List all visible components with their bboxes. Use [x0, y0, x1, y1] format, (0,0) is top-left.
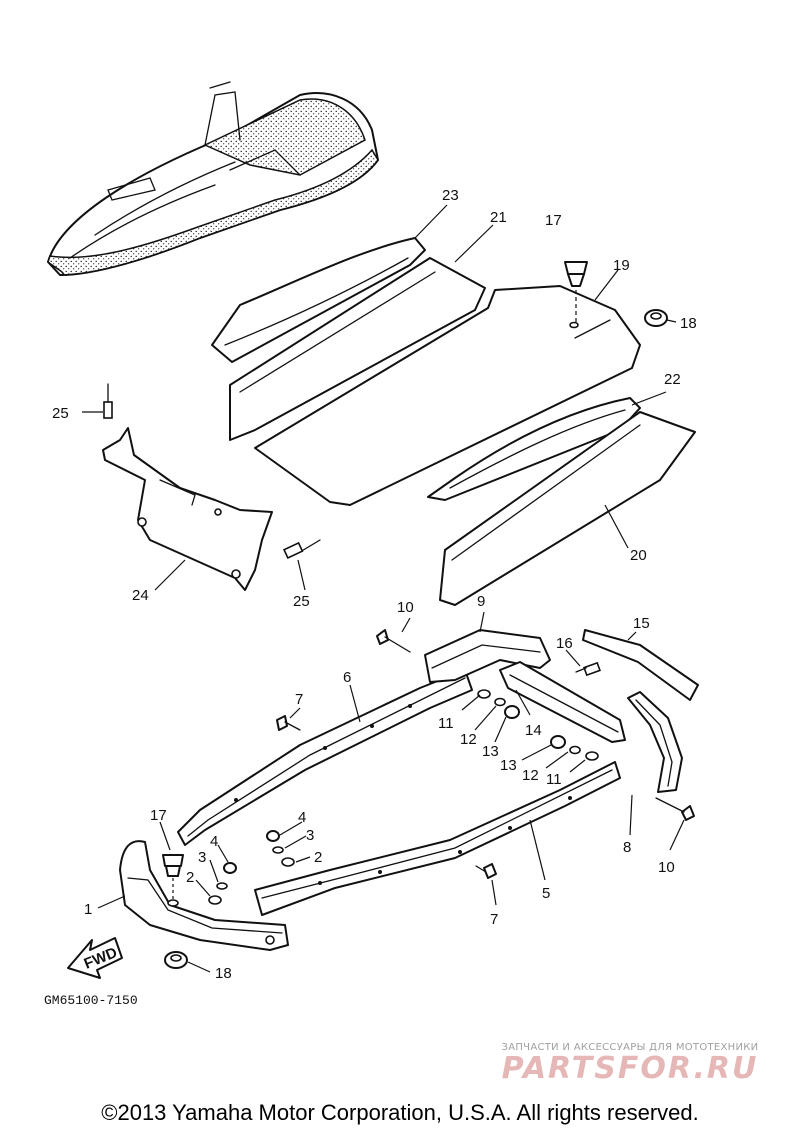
- part-14-rail: [499, 661, 626, 743]
- callout-4-right: 4: [298, 809, 306, 826]
- leader-lines: [82, 204, 685, 973]
- part-12-washer-upper: [494, 697, 506, 707]
- part-7-bolt-lower: [475, 863, 497, 879]
- part-10-bolt-lower: [655, 797, 695, 821]
- callout-15: 15: [633, 615, 650, 632]
- watercraft-overview: [47, 81, 379, 276]
- part-19-plate: [254, 285, 641, 506]
- part-2-washer-left: [208, 895, 222, 905]
- part-20-mat: [439, 411, 696, 606]
- part-2-washer-right: [281, 857, 295, 867]
- callout-5: 5: [542, 885, 550, 902]
- callout-11-lower: 11: [546, 771, 562, 788]
- part-22-mat: [427, 397, 641, 501]
- part-8-bumper: [627, 691, 683, 793]
- part-5-rail: [254, 761, 621, 916]
- part-11-washer-lower: [585, 751, 599, 761]
- fwd-arrow-icon: FWD: [67, 937, 123, 979]
- callout-7-lower: 7: [490, 911, 498, 928]
- part-24-bracket: [102, 427, 273, 591]
- callout-2-left: 2: [186, 869, 194, 886]
- callout-25-upper: 25: [52, 405, 69, 422]
- callout-19: 19: [613, 257, 630, 274]
- part-7-bolt-upper: [276, 715, 301, 731]
- part-17-cap-lower: [162, 854, 184, 907]
- part-17-cap-upper: [564, 261, 588, 329]
- part-10-bolt-upper: [376, 629, 411, 653]
- watermark-logo: PARTSFOR.RU: [501, 1051, 759, 1086]
- part-18-nut-lower: [164, 951, 188, 969]
- callout-4-left: 4: [210, 833, 218, 850]
- part-code: GM65100-7150: [44, 993, 138, 1008]
- callout-6: 6: [343, 669, 351, 686]
- part-9-cover: [424, 629, 551, 683]
- part-25-rivet-upper: [103, 383, 113, 419]
- watermark: ЗАПЧАСТИ И АКСЕССУАРЫ ДЛЯ МОТОТЕХНИКИ PA…: [480, 1042, 780, 1085]
- part-13-nut-upper: [504, 705, 520, 719]
- callout-17-lower: 17: [150, 807, 167, 824]
- callout-18-upper: 18: [680, 315, 697, 332]
- callout-12-lower: 12: [522, 767, 539, 784]
- callout-18-lower: 18: [215, 965, 232, 982]
- part-4-nut-left: [223, 862, 237, 874]
- callout-14: 14: [525, 722, 542, 739]
- callout-13-lower: 13: [500, 757, 517, 774]
- callout-3-left: 3: [198, 849, 206, 866]
- callout-13-upper: 13: [482, 743, 499, 760]
- part-21-mat: [229, 257, 486, 441]
- callout-16: 16: [556, 635, 573, 652]
- callout-12-upper: 12: [460, 731, 477, 748]
- watermark-tagline: ЗАПЧАСТИ И АКСЕССУАРЫ ДЛЯ МОТОТЕХНИКИ: [501, 1042, 759, 1053]
- callout-7-upper: 7: [295, 691, 303, 708]
- part-13-nut-lower: [550, 735, 566, 749]
- callout-17-upper: 17: [545, 212, 562, 229]
- callout-numbers: 23 21 17 19 18 22 20 25 24 25 10 9 16 15…: [52, 187, 697, 982]
- copyright-notice: ©2013 Yamaha Motor Corporation, U.S.A. A…: [101, 1100, 699, 1125]
- callout-23: 23: [442, 187, 459, 204]
- callout-3-right: 3: [306, 827, 314, 844]
- part-25-rivet-lower: [282, 539, 321, 559]
- callout-10-lower: 10: [658, 859, 675, 876]
- callout-11-upper: 11: [438, 715, 454, 732]
- part-3-washer-right: [272, 846, 284, 854]
- part-3-washer-left: [216, 882, 228, 890]
- part-23-mat: [211, 237, 426, 363]
- callout-8: 8: [623, 839, 631, 856]
- callout-10-upper: 10: [397, 599, 414, 616]
- part-1-bumper: [119, 840, 289, 951]
- callout-9: 9: [477, 593, 485, 610]
- part-18-nut-upper: [644, 309, 668, 327]
- part-16-rivet: [575, 661, 601, 677]
- part-4-nut-right: [266, 830, 280, 842]
- callout-24: 24: [132, 587, 149, 604]
- callout-22: 22: [664, 371, 681, 388]
- callout-20: 20: [630, 547, 647, 564]
- part-11-washer-upper: [477, 689, 491, 699]
- callout-2-right: 2: [314, 849, 322, 866]
- callout-25-lower: 25: [293, 593, 310, 610]
- part-12-washer-lower: [569, 745, 581, 755]
- callout-21: 21: [490, 209, 507, 226]
- part-6-rail: [177, 669, 473, 846]
- part-15-strip: [582, 629, 699, 701]
- callout-1: 1: [84, 901, 92, 918]
